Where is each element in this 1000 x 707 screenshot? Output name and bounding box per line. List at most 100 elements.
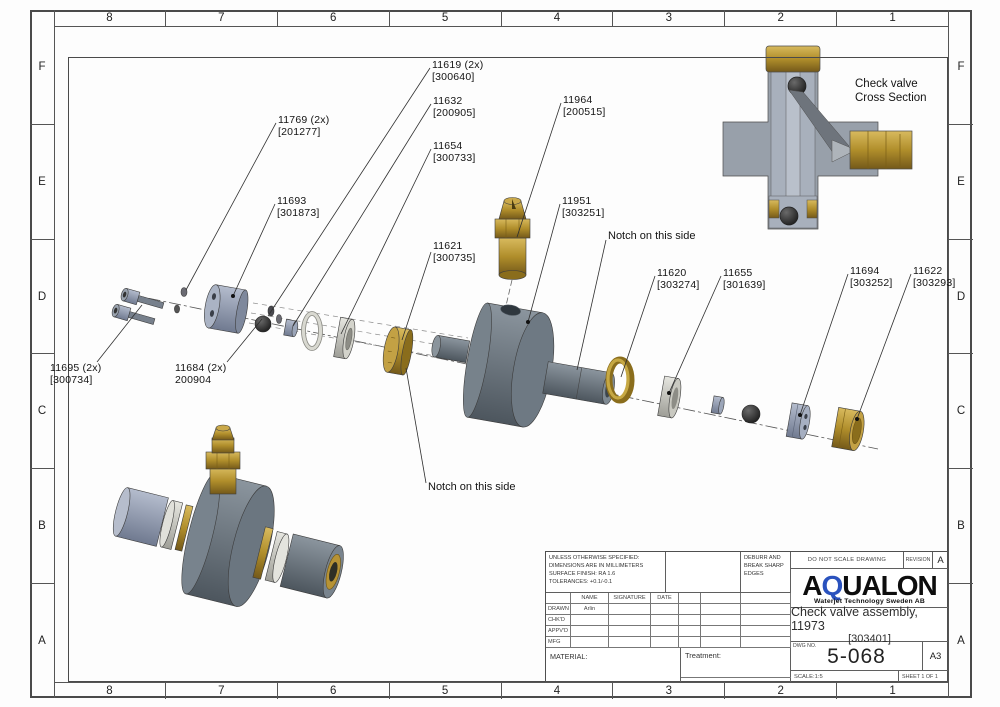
grid-row-label: F bbox=[38, 60, 46, 73]
grid-col-label: 5 bbox=[388, 10, 501, 26]
part-thin-ring bbox=[301, 311, 323, 351]
part-ball bbox=[741, 404, 761, 424]
row-label-drawn: DRAWN bbox=[546, 604, 571, 615]
callout-11693: 11693[301873] bbox=[277, 195, 320, 219]
assembled-view bbox=[112, 424, 344, 607]
revision-value: A bbox=[937, 554, 944, 566]
grid-col-label: 7 bbox=[164, 10, 277, 26]
callout-11654: 11654[300733] bbox=[433, 140, 476, 164]
callout-11655: 11655[301639] bbox=[723, 267, 766, 291]
treatment-cell: Treatment: bbox=[681, 648, 791, 682]
drawn-name: Arlin bbox=[571, 604, 609, 615]
title-block: UNLESS OTHERWISE SPECIFIED: DIMENSIONS A… bbox=[545, 551, 948, 682]
leader-dots bbox=[231, 294, 859, 421]
part-seal-11769 bbox=[180, 287, 188, 297]
grid-row-label: A bbox=[30, 583, 54, 698]
callout-11694: 11694[303252] bbox=[850, 265, 893, 289]
part-screw-11695 bbox=[111, 303, 156, 325]
exploded-parts bbox=[111, 197, 865, 451]
grid-row-label: B bbox=[949, 468, 973, 583]
dwg-no-label: DWG NO. bbox=[793, 643, 817, 649]
grid-col-label: 3 bbox=[612, 683, 724, 699]
dwg-number-cell: DWG NO. 5-068 bbox=[791, 642, 923, 671]
drawing-title: Check valve assembly, 11973 [303401] bbox=[791, 605, 948, 645]
grid-row-label: E bbox=[949, 123, 973, 239]
grid-row-label: F bbox=[957, 60, 965, 73]
callout-11695: 11695 (2x)[300734] bbox=[50, 362, 102, 386]
do-not-scale-note: DO NOT SCALE DRAWING bbox=[791, 552, 904, 568]
grid-col-label: 3 bbox=[612, 10, 724, 26]
grid-rows-left: F E D C B A bbox=[30, 10, 55, 698]
grid-col-label: 4 bbox=[500, 683, 613, 699]
brand-name: AQUALON bbox=[802, 569, 938, 601]
row-label-chkd: CHK'D bbox=[546, 615, 571, 626]
leader-lines bbox=[96, 67, 912, 484]
grid-columns-bottom: 8 7 6 5 4 3 2 1 bbox=[54, 682, 948, 699]
callout-11621: 11621[300735] bbox=[433, 240, 476, 264]
grid-col-label: 1 bbox=[836, 683, 948, 699]
do-not-scale-row: DO NOT SCALE DRAWING REVISION A bbox=[791, 552, 948, 569]
grid-columns-top: 8 7 6 5 4 3 2 1 bbox=[54, 10, 948, 27]
assembled-top-fitting bbox=[205, 424, 241, 495]
bolt-alignment-lines bbox=[248, 302, 469, 361]
grid-row-label: D bbox=[949, 238, 973, 354]
grid-row-label: B bbox=[30, 468, 54, 583]
part-ball-11684 bbox=[254, 315, 272, 333]
part-flange-11693 bbox=[204, 284, 249, 334]
part-11655 bbox=[657, 375, 682, 419]
grid-row-label: D bbox=[30, 238, 54, 354]
deburr-note: DEBURR AND BREAK SHARP EDGES bbox=[741, 552, 791, 593]
grid-row-label: E bbox=[30, 123, 54, 239]
grid-col-label: 6 bbox=[276, 683, 389, 699]
grid-col-label: 8 bbox=[106, 12, 113, 24]
revision-label: REVISION bbox=[904, 552, 933, 568]
part-body-11951 bbox=[431, 302, 615, 428]
callout-11951: 11951[303251] bbox=[562, 195, 605, 219]
part-screw-11695 bbox=[120, 287, 165, 309]
paper-size: A3 bbox=[923, 642, 948, 671]
part-gland-11694 bbox=[785, 402, 811, 440]
grid-col-label: 2 bbox=[724, 10, 836, 26]
part-cartridge-11964 bbox=[494, 197, 531, 280]
cross-section-view bbox=[722, 45, 913, 230]
tolerance-note: UNLESS OTHERWISE SPECIFIED: DIMENSIONS A… bbox=[546, 552, 666, 593]
grid-col-label: 7 bbox=[164, 683, 277, 699]
row-label-mfg: MFG bbox=[546, 637, 571, 648]
callout-11684: 11684 (2x)200904 bbox=[175, 362, 227, 386]
grid-col-label: 5 bbox=[388, 683, 501, 699]
part-ring-11619 bbox=[276, 314, 282, 324]
notch-annotation-top: Notch on this side bbox=[608, 230, 696, 242]
notch-annotation-bottom: Notch on this side bbox=[428, 481, 516, 493]
grid-row-label: A bbox=[949, 583, 973, 698]
grid-col-label: 8 bbox=[106, 685, 113, 697]
drawing-frame bbox=[68, 57, 948, 682]
dwg-no-value: 5-068 bbox=[827, 645, 886, 668]
grid-row-label: C bbox=[949, 353, 973, 468]
grid-col-label: 4 bbox=[500, 10, 613, 26]
signature-table: NAME SIGNATURE DATE DRAWN Arlin CHK'D AP… bbox=[546, 593, 791, 648]
part-11654 bbox=[333, 316, 356, 360]
company-logo: AQUALON Waterjet Technology Sweden AB bbox=[791, 569, 948, 608]
callout-11620: 11620[303274] bbox=[657, 267, 700, 291]
scale-cell: SCALE:1:5 bbox=[791, 671, 899, 682]
part-seal-11769 bbox=[174, 304, 180, 314]
col-header-date: DATE bbox=[651, 593, 679, 604]
callout-11632: 11632[200905] bbox=[433, 95, 476, 119]
grid-row-label: C bbox=[30, 353, 54, 468]
part-ring-11620 bbox=[605, 356, 635, 404]
row-label-appvd: APPV'D bbox=[546, 626, 571, 637]
col-header-name: NAME bbox=[571, 593, 609, 604]
brand-tagline: Waterjet Technology Sweden AB bbox=[814, 597, 925, 605]
grid-col-label: 2 bbox=[724, 683, 836, 699]
grid-col-label: 6 bbox=[276, 10, 389, 26]
title-block-empty-cell bbox=[666, 552, 741, 593]
part-cap-11622 bbox=[831, 407, 865, 451]
grid-col-label: 1 bbox=[836, 10, 948, 26]
callout-11964: 11964[200515] bbox=[563, 94, 606, 118]
part-spacer bbox=[710, 395, 725, 415]
grid-rows-right: F E D C B A bbox=[948, 10, 973, 698]
callout-11769: 11769 (2x)[201277] bbox=[278, 114, 330, 138]
cross-section-label: Check valve Cross Section bbox=[855, 78, 927, 104]
